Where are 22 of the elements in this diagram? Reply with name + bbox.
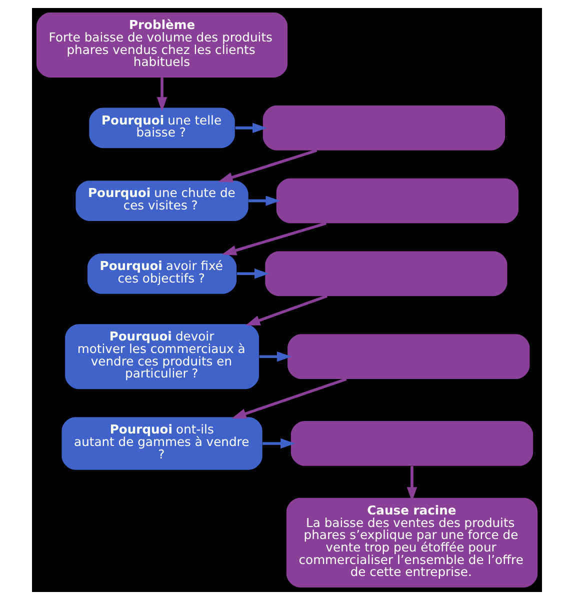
node-box: Pourquoi une telle baisse ? bbox=[89, 108, 235, 148]
node-box bbox=[290, 421, 534, 466]
node-box bbox=[265, 251, 508, 296]
node-box: Pourquoi ont-ils autant de gammes à vendre ? bbox=[62, 417, 262, 470]
node-box bbox=[262, 106, 505, 150]
node-box: Problème Forte baisse de volume des produits phares vendus chez les clients habituels bbox=[36, 12, 288, 78]
node-box: Cause racine La baisse des ventes des produits phares s’explique par une force de vente trop peu étoffée pour commercialiser l’ensemble de l’offre de cette entreprise. bbox=[286, 498, 538, 588]
arrow bbox=[222, 222, 327, 256]
arrow bbox=[248, 196, 280, 206]
arrow bbox=[236, 268, 270, 279]
arrow bbox=[245, 294, 328, 326]
arrow bbox=[235, 122, 268, 134]
node-box: Pourquoi avoir fixé ces objectifs ? bbox=[87, 253, 237, 294]
node-box: Pourquoi une chute de ces visites ? bbox=[76, 180, 248, 221]
arrow bbox=[259, 352, 292, 362]
arrow bbox=[156, 78, 168, 112]
node-box bbox=[276, 178, 518, 224]
arrow bbox=[262, 438, 296, 449]
arrow bbox=[218, 149, 318, 182]
node-box: Pourquoi devoir motiver les commerciaux à vendre ces produits en particulier ? bbox=[65, 324, 259, 390]
node-box bbox=[288, 334, 530, 380]
arrow bbox=[232, 378, 347, 419]
